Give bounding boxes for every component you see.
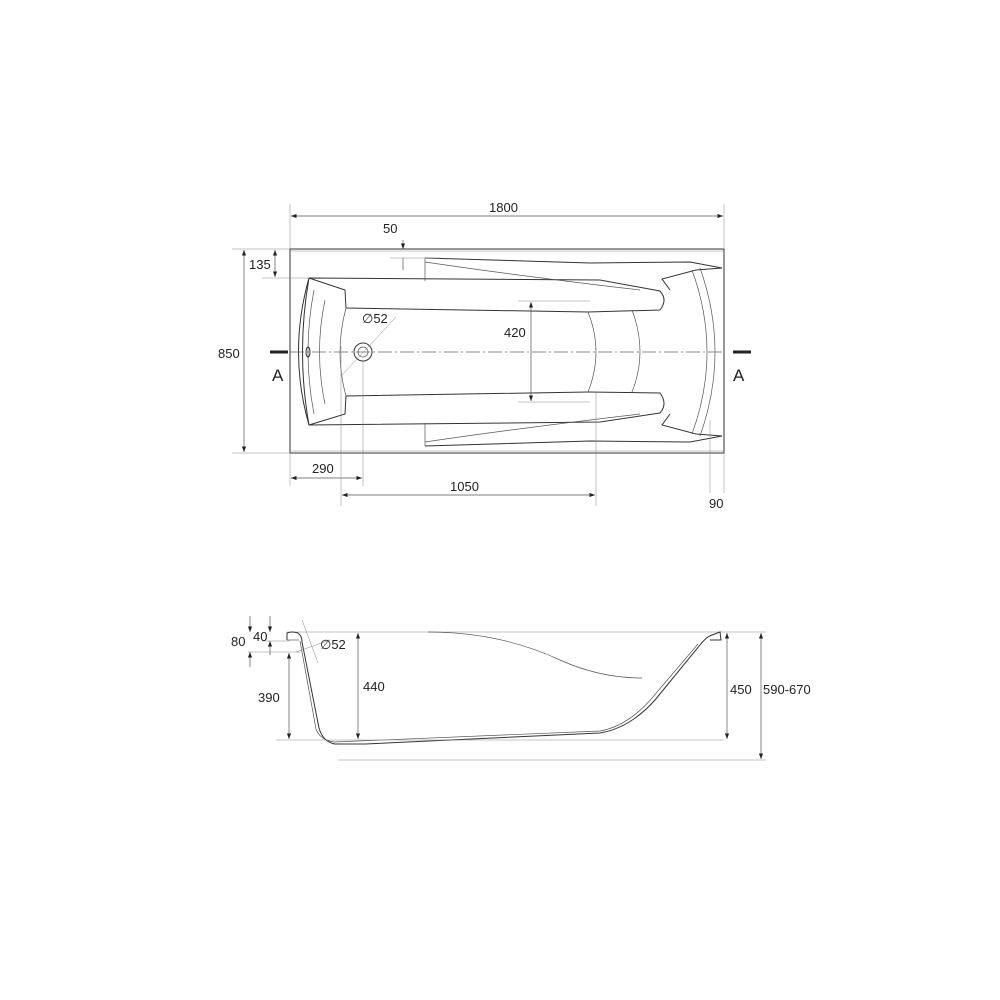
dim-total-height: 590-670	[763, 682, 811, 697]
dim-depth: 440	[363, 679, 385, 694]
dim-rim-offset: 50	[383, 221, 397, 236]
dim-drain-diameter: ∅52	[362, 311, 388, 326]
section-label-right: A	[733, 366, 745, 385]
section-label-left: A	[272, 366, 284, 385]
dim-length: 1800	[489, 200, 518, 215]
dim-overflow-depth: 390	[258, 690, 280, 705]
bowl-outline	[298, 277, 665, 426]
dim-width: 850	[218, 346, 240, 361]
tub-outer-rim	[289, 248, 725, 454]
dim-inner-width: 420	[504, 325, 526, 340]
dim-rim-height: 80	[231, 634, 245, 649]
overflow-hole	[305, 346, 311, 358]
tub-profile	[286, 631, 722, 745]
dim-rim-lip: 40	[253, 629, 267, 644]
top-view: A A 1800 50 135 850 ∅52 420 290	[218, 200, 751, 511]
dim-overflow-diameter: ∅52	[320, 637, 346, 652]
dim-end-rim: 90	[709, 496, 723, 511]
dim-rim-width: 135	[249, 257, 271, 272]
side-view: 80 40 ∅52 390 440 450 590-670	[231, 616, 811, 761]
dim-height: 450	[730, 682, 752, 697]
dim-drain-offset: 290	[312, 461, 334, 476]
dim-bottom-length: 1050	[450, 479, 479, 494]
water-line	[427, 631, 643, 679]
